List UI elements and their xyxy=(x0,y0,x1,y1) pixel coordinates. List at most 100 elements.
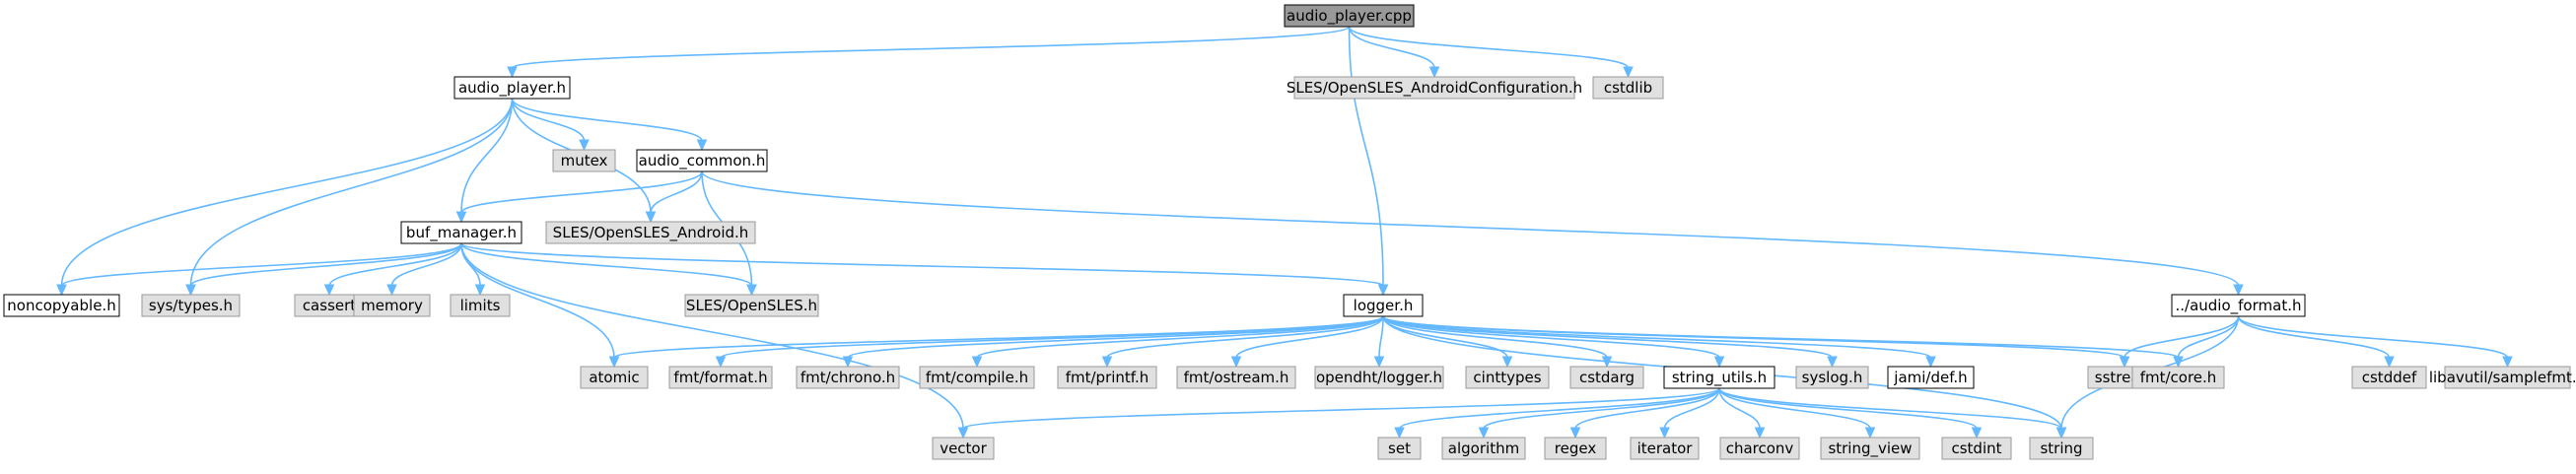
edge-arrowhead xyxy=(2055,427,2067,440)
edge-string-utils-h-to-string xyxy=(1718,387,2067,440)
node-audio-common-h[interactable]: audio_common.h xyxy=(636,149,768,172)
node-fmt-ostream-h: fmt/ostream.h xyxy=(1176,366,1296,389)
node-box xyxy=(2351,366,2427,389)
node-label: sys/types.h xyxy=(149,297,233,314)
edge-line xyxy=(1382,315,1834,359)
edge-line xyxy=(460,170,703,214)
node-set: set xyxy=(1377,437,1422,460)
node-box xyxy=(1284,4,1415,28)
edge-arrowhead xyxy=(1659,427,1670,440)
node-box xyxy=(636,149,768,172)
node-audio-player-cpp[interactable]: audio_player.cpp xyxy=(1284,4,1415,28)
node-box xyxy=(552,149,616,172)
node-label: cstdint xyxy=(1951,440,2001,457)
edge-logger-h-to-syslog-h xyxy=(1382,315,1838,369)
edge-line xyxy=(1718,387,1978,430)
node-box xyxy=(1465,366,1550,389)
node-label: fmt/format.h xyxy=(673,369,767,386)
edge-arrowhead xyxy=(1394,427,1405,440)
edge-arrowhead xyxy=(1623,66,1634,79)
edge-line xyxy=(1106,315,1384,359)
node-audio-format-h[interactable]: ../audio_format.h xyxy=(2171,294,2306,317)
edge-audio-format-h-to-cstddef xyxy=(2237,315,2395,369)
node-cstdlib: cstdlib xyxy=(1592,76,1664,100)
edge-arrowhead xyxy=(185,284,196,297)
edge-line xyxy=(511,98,586,142)
edge-arrowhead xyxy=(507,66,518,79)
node-buf-manager-h[interactable]: buf_manager.h xyxy=(400,221,522,244)
node-label: buf_manager.h xyxy=(406,224,517,242)
node-box xyxy=(2131,366,2225,389)
node-label: jami/def.h xyxy=(1893,369,1967,386)
edge-audio-player-h-to-audio-common-h xyxy=(511,98,708,152)
node-box xyxy=(1941,437,2012,460)
node-label: iterator xyxy=(1637,440,1694,457)
edge-arrowhead xyxy=(2502,356,2513,369)
edge-line xyxy=(1574,387,1720,430)
edge-line xyxy=(2237,315,2509,359)
node-atomic: atomic xyxy=(580,366,649,389)
edge-arrowhead xyxy=(386,284,397,297)
node-label: string xyxy=(2040,440,2082,457)
node-box xyxy=(684,294,819,317)
node-label: noncopyable.h xyxy=(7,297,115,314)
edge-string-utils-h-to-algorithm xyxy=(1478,387,1720,440)
node-label: fmt/ostream.h xyxy=(1184,369,1289,386)
node-box xyxy=(400,221,522,244)
edge-logger-h-to-fmt-compile-h xyxy=(971,315,1384,369)
edge-line xyxy=(60,98,514,287)
edge-arrowhead xyxy=(957,427,969,440)
node-label: atomic xyxy=(589,369,639,386)
node-label: fmt/printf.h xyxy=(1066,369,1149,386)
node-audio-player-h[interactable]: audio_player.h xyxy=(453,76,571,100)
node-box xyxy=(1719,437,1800,460)
edge-arrowhead xyxy=(323,284,335,297)
edge-string-utils-h-to-cstdint xyxy=(1718,387,1983,440)
node-box xyxy=(3,294,120,317)
node-jami-def-h[interactable]: jami/def.h xyxy=(1887,366,1975,389)
node-box xyxy=(453,76,571,100)
edge-arrowhead xyxy=(645,211,657,224)
edges-layer xyxy=(56,26,2513,440)
edge-line xyxy=(701,170,2240,287)
node-box xyxy=(1569,366,1644,389)
node-string-utils-h[interactable]: string_utils.h xyxy=(1663,366,1775,389)
node-fmt-format-h: fmt/format.h xyxy=(668,366,773,389)
node-mutex: mutex xyxy=(552,149,616,172)
edge-arrowhead xyxy=(971,356,983,369)
edge-logger-h-to-fmt-format-h xyxy=(715,315,1384,369)
node-box xyxy=(141,294,241,317)
node-sles-opensles-android-h: SLES/OpenSLES_Android.h xyxy=(545,221,756,244)
node-label: fmt/compile.h xyxy=(926,369,1028,386)
edge-arrowhead xyxy=(1501,356,1513,369)
edge-string-utils-h-to-set xyxy=(1394,387,1720,440)
node-label: fmt/chrono.h xyxy=(801,369,895,386)
edge-arrowhead xyxy=(842,356,854,369)
edge-audio-player-h-to-mutex xyxy=(511,98,590,152)
node-label: memory xyxy=(361,297,423,314)
edge-arrowhead xyxy=(2233,284,2244,297)
edge-line xyxy=(1663,387,1720,430)
node-noncopyable-h[interactable]: noncopyable.h xyxy=(3,294,120,317)
edge-buf-manager-h-to-sys-types-h xyxy=(185,242,462,297)
node-box xyxy=(545,221,756,244)
edge-audio-common-h-to-opensles-android-h xyxy=(645,170,703,224)
edge-audio-format-h-to-samplefmt-h xyxy=(2237,315,2513,369)
node-label: charconv xyxy=(1726,440,1794,457)
edge-arrowhead xyxy=(2119,356,2130,369)
edge-audio-common-h-to-buf-manager-h xyxy=(455,170,703,224)
edge-audio-player-cpp-to-android-config-h xyxy=(1348,26,1440,79)
edge-string-utils-h-to-regex xyxy=(1569,387,1720,440)
node-label: SLES/OpenSLES_Android.h xyxy=(553,224,749,242)
edge-line xyxy=(1718,387,2062,430)
node-box xyxy=(580,366,649,389)
edge-arrowhead xyxy=(2384,356,2395,369)
node-logger-h[interactable]: logger.h xyxy=(1343,294,1424,317)
node-cstddef: cstddef xyxy=(2351,366,2427,389)
edge-arrowhead xyxy=(1377,284,1389,297)
node-box xyxy=(1314,366,1444,389)
node-syslog-h: syslog.h xyxy=(1795,366,1869,389)
node-box xyxy=(796,366,900,389)
edge-line xyxy=(511,98,703,142)
